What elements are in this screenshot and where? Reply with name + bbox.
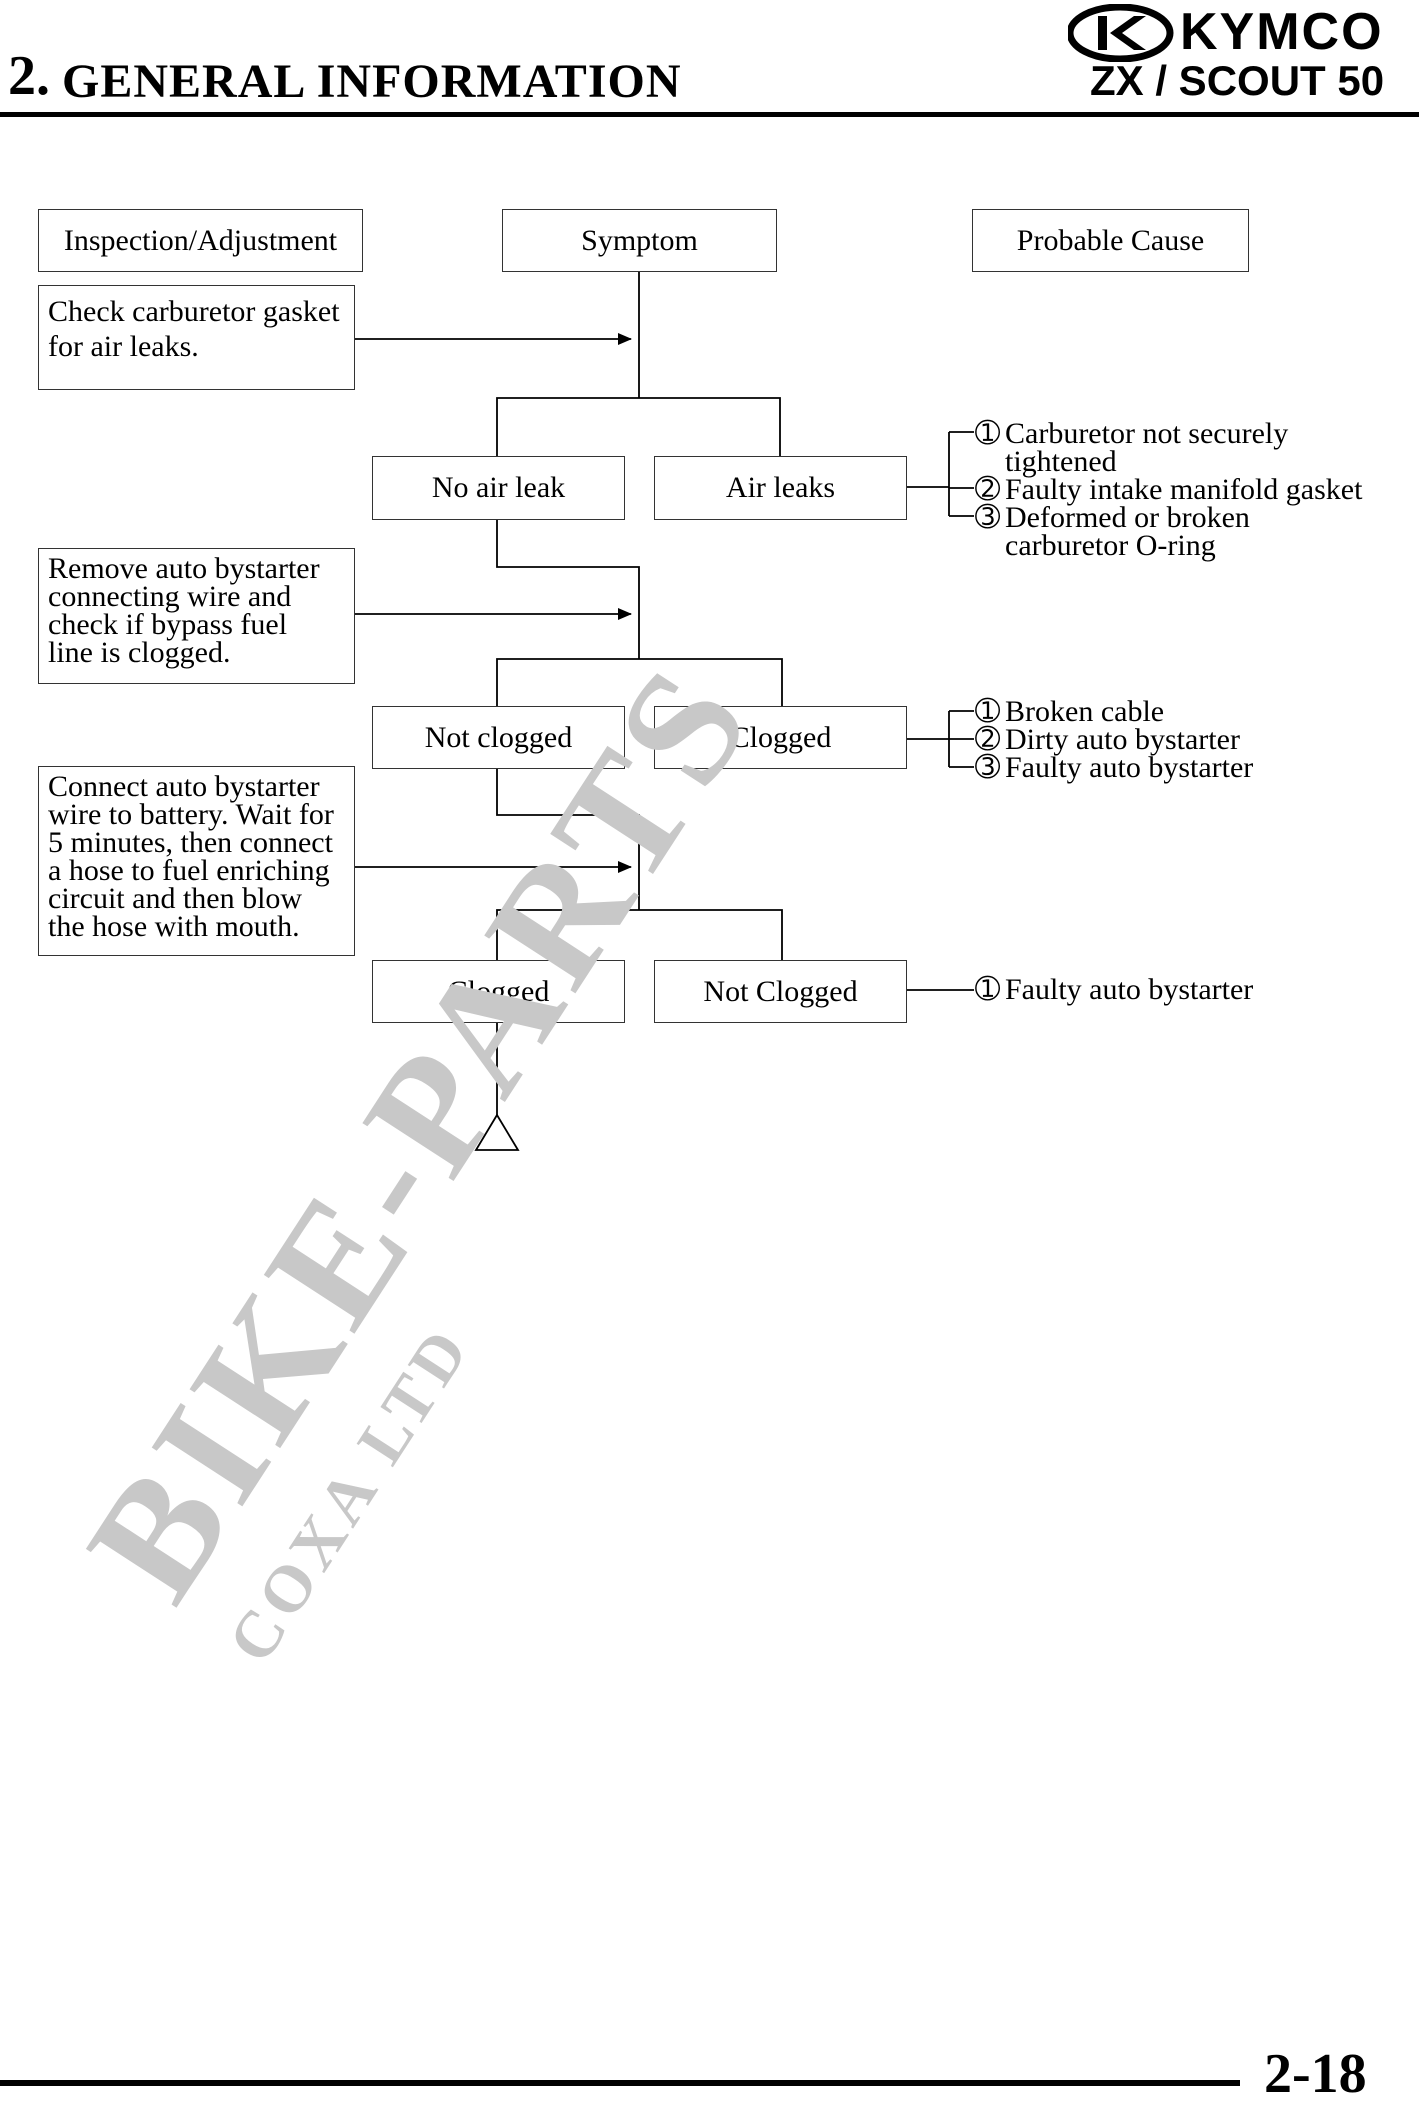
result-no-air-leak: No air leak [372,456,625,520]
result-not-clogged-final: Not Clogged [654,960,907,1023]
inspection-step-2: Remove auto bystarter connecting wire an… [38,548,355,684]
header-rule [0,112,1419,117]
join-2 [496,769,640,910]
kymco-emblem-icon [1068,4,1174,62]
column-header-symptom: Symptom [502,209,777,272]
page-number: 2-18 [1264,2043,1367,2105]
model-name: ZX / SCOUT 50 [1090,57,1385,104]
chapter-number: 2. [8,45,50,107]
continue-triangle-icon [474,1113,520,1151]
kymco-logo: KYMCO [1068,4,1414,62]
split-3 [496,909,783,960]
column-header-cause: Probable Cause [972,209,1249,272]
inspection-step-1: Check carburetor gasket for air leaks. [38,285,355,390]
result-air-leaks: Air leaks [654,456,907,520]
footer-rule [0,2080,1240,2086]
brand-name: KYMCO [1180,3,1384,61]
join-1 [496,520,640,659]
inspection-step-3: Connect auto bystarter wire to battery. … [38,766,355,956]
chapter-title: GENERAL INFORMATION [62,55,682,108]
column-header-inspection: Inspection/Adjustment [38,209,363,272]
result-clogged: Clogged [654,706,907,769]
result-clogged-final: Clogged [372,960,625,1023]
split-1 [496,397,781,456]
split-2 [496,658,783,706]
result-not-clogged: Not clogged [372,706,625,769]
